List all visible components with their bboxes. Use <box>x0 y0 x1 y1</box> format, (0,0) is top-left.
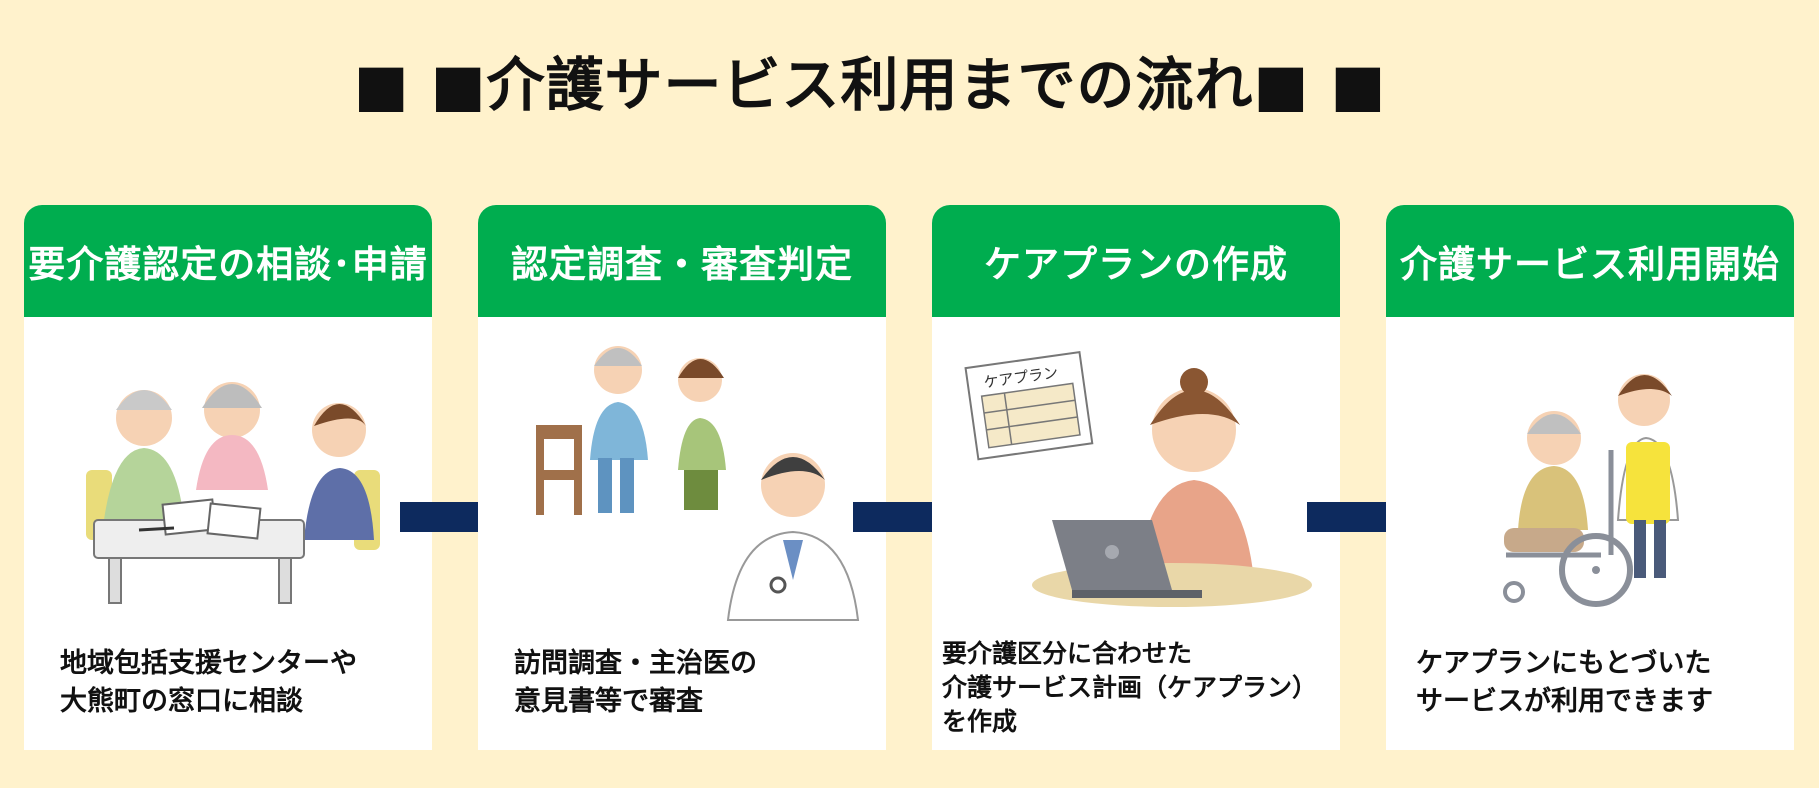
assessment-illustration <box>478 330 886 630</box>
step-description-line: 大熊町の窓口に相談 <box>60 683 422 721</box>
step-description: ケアプランにもとづいた サービスが利用できます <box>1416 645 1784 721</box>
step-description-line: ケアプランにもとづいた <box>1416 645 1784 683</box>
step-heading: 認定調査・審査判定 <box>478 205 886 317</box>
step-description-line: 意見書等で審査 <box>514 683 876 721</box>
page-title: ■ ■介護サービス利用までの流れ■ ■ <box>0 38 1740 122</box>
step-description: 要介護区分に合わせた 介護サービス計画（ケアプラン） を作成 <box>942 637 1330 739</box>
care-plan-illustration: ケアプラン <box>932 330 1340 630</box>
step-care-plan-card: ケアプランの作成 ケアプラン 要介護区分に合わせた 介護サービス計画（ケアプラン… <box>932 205 1340 750</box>
step-service-start-card: 介護サービス利用開始 ケアプランにもとづいた サービスが利用できます <box>1386 205 1794 750</box>
step-description-line: 要介護区分に合わせた <box>942 637 1330 671</box>
wheelchair-service-illustration <box>1386 330 1794 630</box>
step-description-line: 介護サービス計画（ケアプラン） <box>942 671 1330 705</box>
step-heading: 要介護認定の相談･申請 <box>24 205 432 317</box>
step-description-line: 訪問調査・主治医の <box>514 645 876 683</box>
step-heading: 介護サービス利用開始 <box>1386 205 1794 317</box>
step-consultation-card: 要介護認定の相談･申請 地域包括支援センターや 大熊町の窓口に相談 <box>24 205 432 750</box>
step-description: 訪問調査・主治医の 意見書等で審査 <box>514 645 876 721</box>
step-assessment-card: 認定調査・審査判定 訪問調査・主治医の 意見書等で審査 <box>478 205 886 750</box>
step-description: 地域包括支援センターや 大熊町の窓口に相談 <box>60 645 422 721</box>
step-description-line: サービスが利用できます <box>1416 683 1784 721</box>
step-description-line: を作成 <box>942 705 1330 739</box>
consultation-illustration <box>24 330 432 630</box>
step-description-line: 地域包括支援センターや <box>60 645 422 683</box>
step-heading: ケアプランの作成 <box>932 205 1340 317</box>
